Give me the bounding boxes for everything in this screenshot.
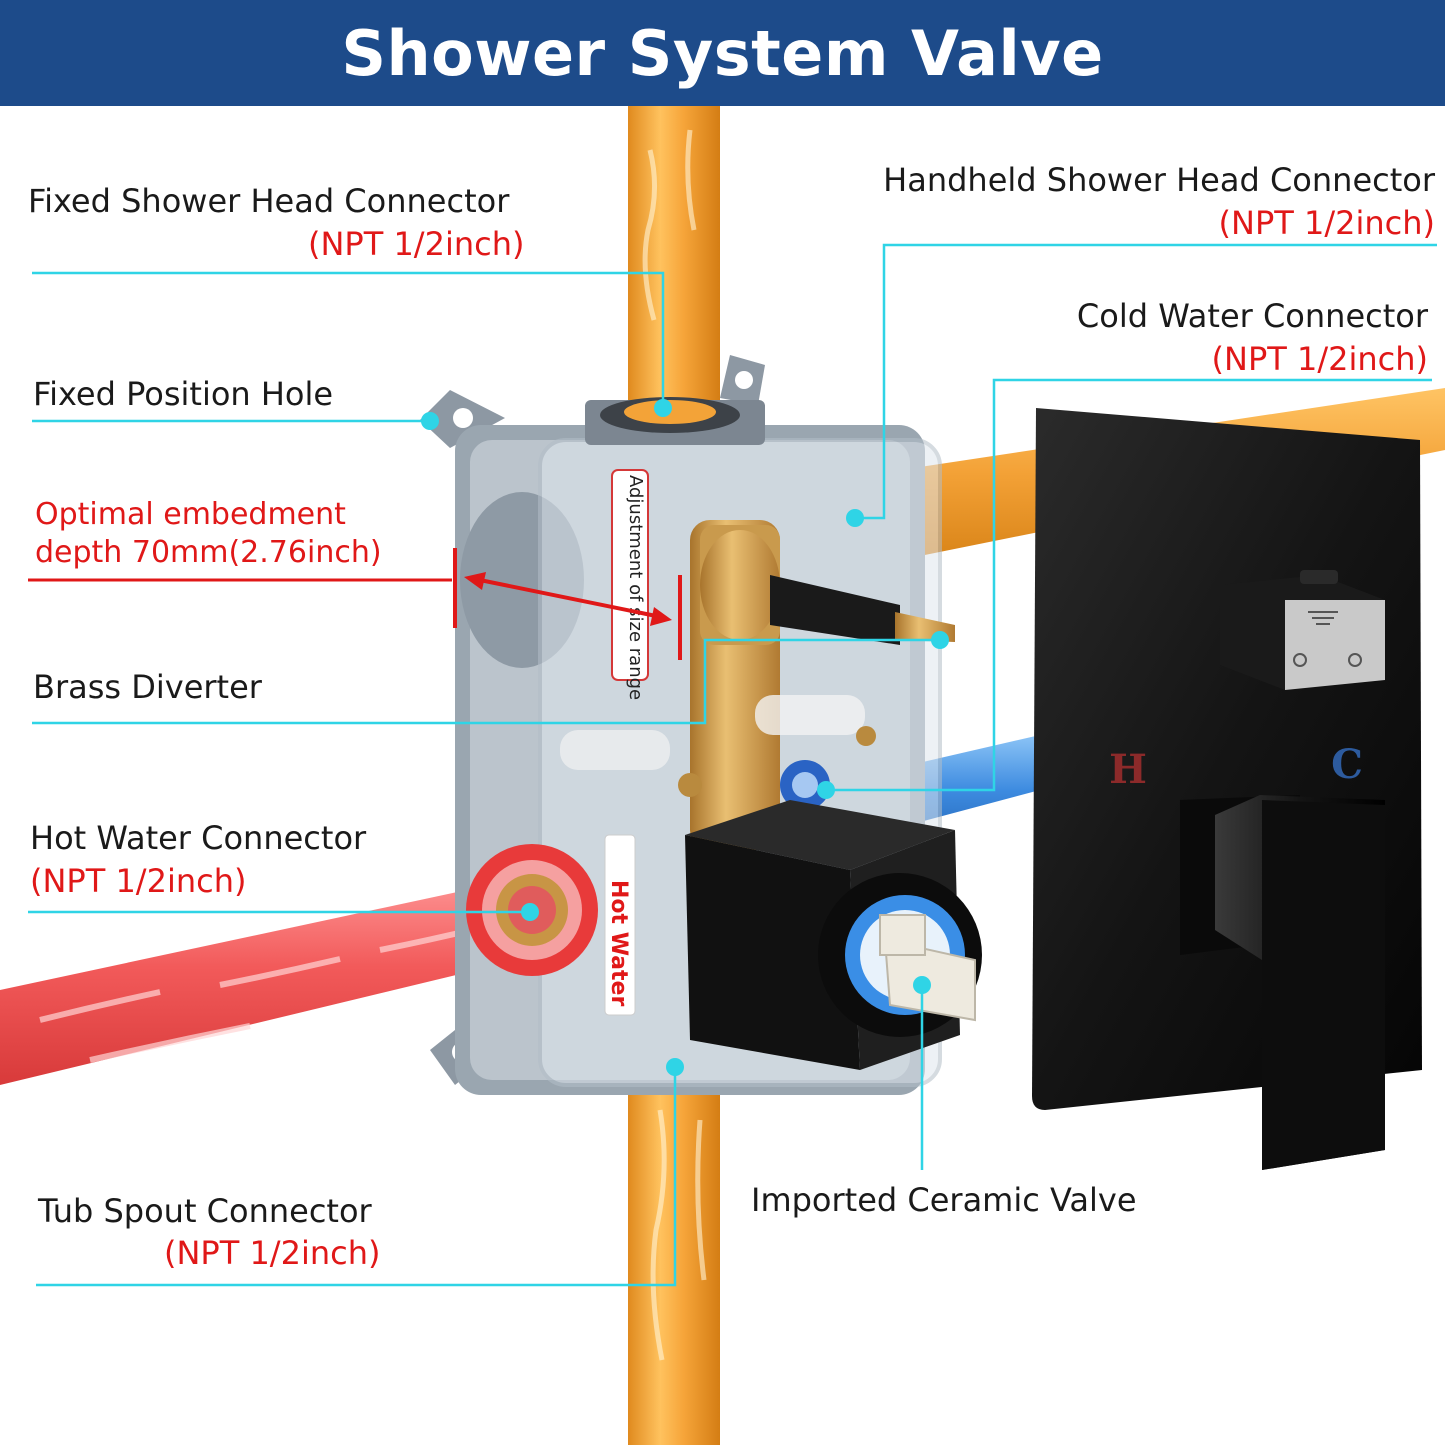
brass-diverter-label: Brass Diverter	[33, 668, 262, 706]
title-banner: Shower System Valve	[0, 0, 1445, 106]
embedment-line1: Optimal embedment	[35, 497, 346, 532]
tub-spout-spec: (NPT 1/2inch)	[164, 1234, 381, 1272]
embedment-depth-marker	[28, 548, 682, 660]
hot-water-sticker: Hot Water	[606, 880, 631, 1006]
handheld-head-label: Handheld Shower Head Connector	[883, 161, 1435, 199]
cold-water-label: Cold Water Connector	[1076, 297, 1428, 335]
ceramic-valve-label: Imported Ceramic Valve	[751, 1181, 1137, 1219]
hot-water-pipe	[0, 870, 560, 1085]
cold-water-spec: (NPT 1/2inch)	[1211, 340, 1428, 378]
hot-water-spec: (NPT 1/2inch)	[30, 862, 247, 900]
trim-cold-mark: C	[1331, 741, 1363, 788]
trim-plate	[1032, 408, 1422, 1170]
ceramic-valve-cartridge	[685, 800, 982, 1070]
fixed-head-spec: (NPT 1/2inch)	[308, 225, 525, 263]
leader-dots	[421, 399, 949, 1076]
fixed-head-label: Fixed Shower Head Connector	[28, 182, 510, 220]
page-title: Shower System Valve	[341, 16, 1104, 90]
leader-lines	[28, 243, 1437, 1287]
hot-water-label: Hot Water Connector	[30, 819, 367, 857]
fixed-hole-label: Fixed Position Hole	[33, 375, 334, 413]
tub-spout-label: Tub Spout Connector	[38, 1192, 372, 1230]
embedment-line2: depth 70mm(2.76inch)	[35, 535, 382, 570]
handheld-head-spec: (NPT 1/2inch)	[1218, 204, 1435, 242]
trim-hot-mark: H	[1109, 746, 1147, 793]
size-range-sticker: Adjustment of size range	[625, 475, 646, 700]
